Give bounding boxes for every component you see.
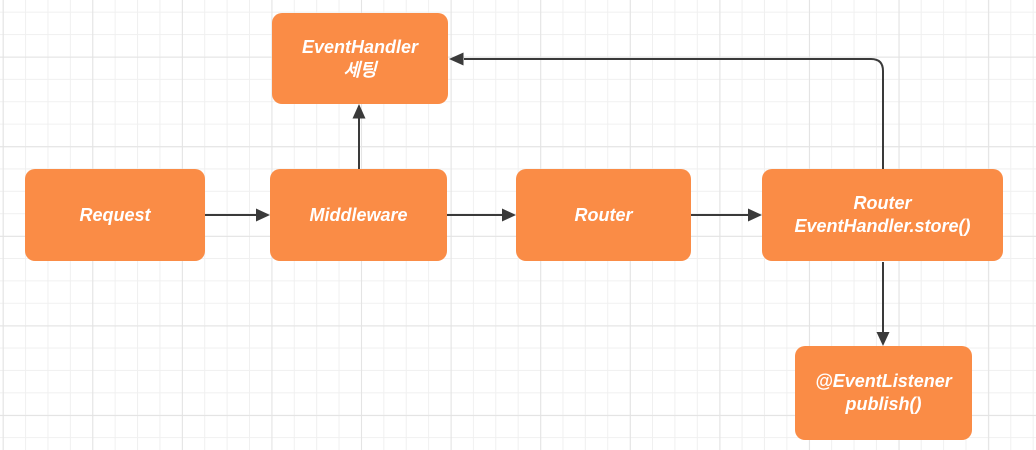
node-event-listener-publish-label-line2: publish(): [845, 394, 922, 414]
node-event-listener-publish-label-line1: @EventListener: [815, 371, 952, 391]
node-event-handler-setting-label-line2: 세팅: [343, 59, 377, 80]
edge-router-to-router-store: [691, 208, 762, 222]
node-router-label: Router: [574, 204, 633, 225]
node-middleware-label: Middleware: [309, 204, 408, 225]
edge-router-store-to-event-handler-setting: [449, 52, 884, 169]
edge-middleware-to-event-handler-setting-arrowhead-icon: [352, 104, 366, 119]
edge-request-to-middleware-arrowhead-icon: [256, 208, 270, 222]
edge-middleware-to-router-arrowhead-icon: [502, 208, 516, 222]
node-middleware: Middleware: [270, 169, 447, 261]
edge-router-store-to-event-listener-publish-arrowhead-icon: [876, 332, 890, 346]
edge-middleware-to-event-handler-setting: [352, 104, 366, 169]
edge-middleware-to-router: [447, 208, 516, 222]
node-request: Request: [25, 169, 205, 261]
node-router: Router: [516, 169, 691, 261]
edge-router-store-to-event-handler-setting-line: [464, 58, 884, 169]
node-event-handler-setting-label-line1: EventHandler: [301, 36, 419, 57]
node-event-listener-publish: @EventListener publish(): [795, 346, 972, 440]
edge-router-to-router-store-arrowhead-icon: [748, 208, 762, 222]
edge-router-store-to-event-handler-setting-arrowhead-icon: [449, 52, 464, 66]
node-router-store-label-line1: Router: [853, 193, 912, 213]
node-router-store-label-line2: EventHandler.store(): [794, 216, 971, 236]
node-request-label: Request: [79, 204, 151, 225]
edge-router-store-to-event-listener-publish: [876, 262, 890, 346]
edge-request-to-middleware: [205, 208, 270, 222]
node-router-store: Router EventHandler.store(): [762, 169, 1003, 261]
node-event-handler-setting: EventHandler 세팅: [272, 13, 448, 104]
